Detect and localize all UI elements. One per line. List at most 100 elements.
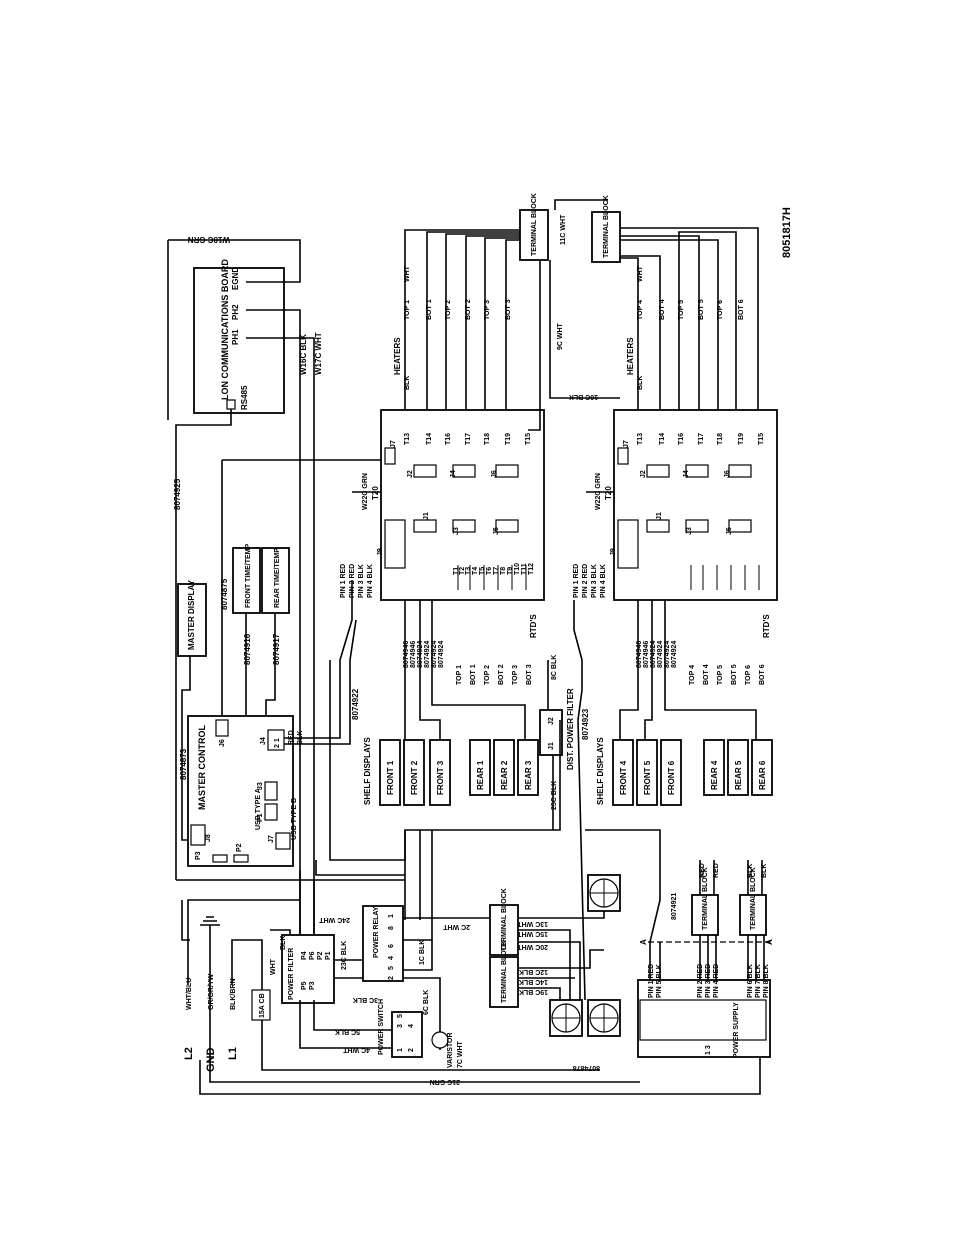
- cable-8074916: 8074916: [243, 633, 252, 665]
- heaters-upper: HEATERS TOP 1 BOT 1 TOP 2 BOT 2 TOP 3 BO…: [393, 229, 528, 410]
- cb-label: 15A CB: [259, 993, 266, 1018]
- input-l2: L2: [183, 1047, 195, 1060]
- wire-10c: 10C BLK: [569, 393, 598, 400]
- rtd-lower-part-1: 8074946: [636, 641, 643, 668]
- lon-terminal-egnd: EGND: [231, 267, 240, 290]
- lon-terminal-ph1: PH1: [231, 329, 240, 345]
- relay-pin-8: 8: [388, 926, 395, 930]
- shelf-displays-upper: SHELF DISPLAYS FRONT 1 FRONT 2 FRONT 3 R…: [363, 737, 539, 806]
- ground-icon: [200, 916, 220, 926]
- wire-5c: 5C BLK: [335, 1028, 360, 1035]
- heater-upper-blk: BLK: [404, 376, 411, 390]
- tb-wire-red-1: RED: [699, 863, 706, 878]
- rear-time-temp-title: REAR TIME/TEMP: [274, 548, 281, 608]
- tb-wire-blk-1: BLK: [747, 864, 754, 878]
- ps-pin-3: PIN 3 RED: [705, 964, 712, 998]
- heaters-lower: HEATERS TOP 4 BOT 4 TOP 5 BOT 5 TOP 6 BO…: [616, 227, 759, 410]
- lower-w22c: W22C GRN: [595, 473, 602, 510]
- tb-wire-blk-2: BLK: [761, 864, 768, 878]
- upper-w22c: W22C GRN: [362, 473, 369, 510]
- lower-j2: J2: [640, 470, 647, 478]
- wire-21c: 21C GRN: [430, 1078, 460, 1085]
- lower-j5: J5: [726, 527, 733, 535]
- shelf-rear-1: REAR 1: [476, 760, 485, 790]
- rtd-t8: T8: [500, 567, 507, 575]
- power-relay-title: POWER RELAY: [373, 906, 380, 958]
- rtd-lower-part-6: 8074924: [671, 641, 678, 668]
- ps-pin-7: PIN 7 BLK: [755, 964, 762, 998]
- rtd-bot-5: BOT 5: [731, 664, 738, 685]
- connector-j8: J8: [205, 834, 212, 842]
- upper-j6: J6: [491, 470, 498, 478]
- wire-14c: 14C BLK: [519, 978, 548, 985]
- heater-top-5: TOP 5: [678, 300, 685, 320]
- usb-type-b: USB TYPE B: [291, 798, 298, 840]
- ps-pin-6: PIN 6 BLK: [747, 964, 754, 998]
- rtd-top-6: TOP 6: [745, 665, 752, 685]
- master-control-board: MASTER CONTROL J6 J4 2 1 J3 USB TYPE A U…: [187, 715, 298, 867]
- upper-j3: J3: [453, 527, 460, 535]
- fan-top: [587, 874, 621, 912]
- input-gnd: GND: [205, 1048, 217, 1073]
- switch-pin-3: 3: [397, 1024, 404, 1028]
- wire-20c: 20C WHT: [517, 943, 548, 950]
- ps-pin-4: PIN 4 RED: [713, 964, 720, 998]
- power-relay: POWER RELAY 1 8 6 4 5 2: [362, 905, 404, 982]
- dist-filter-j2: J2: [548, 717, 555, 725]
- rtd-part-6: 8074924: [438, 641, 445, 668]
- wire-w18c: W18C GRN: [188, 235, 230, 244]
- rtd-t3: T3: [465, 567, 472, 575]
- lower-t19: T19: [738, 433, 745, 445]
- tb-mid-2-label: TERMINAL BLOCK: [501, 940, 508, 1003]
- upper-t16: T16: [445, 433, 452, 445]
- rtd-lower-part-4: 8074924: [657, 641, 664, 668]
- upper-terminals: T13 T14 T16 T17 T18 T19 T15: [404, 433, 532, 445]
- line-inputs: L2 WHT/BLU GND GR/GR/YW L1 BLK/BRN: [183, 973, 239, 1072]
- terminal-block-mid-2: TERMINAL BLOCK: [489, 940, 519, 1008]
- filter-wire-wht: WHT: [270, 958, 277, 975]
- relay-board-lower: T20 J7 J2 J4 J6 J1 J3 J5 J9: [604, 409, 778, 601]
- lower-j3: J3: [686, 527, 693, 535]
- power-switch: POWER SWITCH 1 2 3 4 5: [378, 999, 423, 1058]
- heater-top-3: TOP 3: [484, 300, 491, 320]
- heater-bot-4: BOT 4: [659, 299, 666, 320]
- shelf-rear-2: REAR 2: [500, 760, 509, 790]
- relay-pin-5: 5: [388, 966, 395, 970]
- upper-j9: J9: [377, 548, 384, 556]
- cable-8074923: 8074923: [581, 708, 590, 740]
- master-display-title: MASTER DISPLAY: [187, 579, 196, 650]
- wire-7c: 7C WHT: [457, 1040, 464, 1068]
- power-switch-title: POWER SWITCH: [378, 999, 385, 1055]
- wire-4c: 4C WHT: [342, 1046, 370, 1053]
- connector-j3: J3: [257, 782, 264, 790]
- master-display: MASTER DISPLAY: [177, 579, 207, 657]
- shelf-rear-3: REAR 3: [524, 760, 533, 790]
- heater-bot-3: BOT 3: [505, 299, 512, 320]
- cable-8074875: 8074875: [220, 578, 229, 610]
- rtd-t9: T9: [507, 567, 514, 575]
- pin-a-4: PIN 4 BLK: [367, 564, 374, 598]
- lower-terminals: T13 T14 T16 T17 T18 T19 T15: [637, 433, 765, 445]
- connector-p1: P1: [257, 813, 264, 822]
- drawing-number: 8051817H: [781, 207, 793, 258]
- wire-w17c: W17C WHT: [314, 332, 323, 375]
- shelf-rear-5: REAR 5: [734, 760, 743, 790]
- rtd-bot-3: BOT 3: [526, 664, 533, 685]
- wire-8c: 8C BLK: [551, 655, 558, 680]
- rtd-part-2: 8074946: [410, 641, 417, 668]
- rtd-top-3: TOP 3: [512, 665, 519, 685]
- heater-top-4: TOP 4: [637, 300, 644, 320]
- connector-p2: P2: [236, 843, 243, 852]
- power-supply-title: POWER SUPPLY: [733, 1002, 740, 1058]
- rtd-bot-2: BOT 2: [498, 664, 505, 685]
- upper-j5: J5: [493, 527, 500, 535]
- shelf-rear-6: REAR 6: [758, 760, 767, 790]
- filter-p2: P2: [317, 951, 324, 960]
- relay-pin-4: 4: [388, 956, 395, 960]
- relay-pin-6: 6: [388, 944, 395, 948]
- lon-terminal-ph2: PH2: [231, 304, 240, 320]
- pin-b-4: PIN 4 BLK: [600, 564, 607, 598]
- lower-j1: J1: [656, 512, 663, 520]
- marker-a-right: A: [765, 939, 774, 945]
- terminal-block-upper-label: TERMINAL BLOCK: [531, 193, 538, 256]
